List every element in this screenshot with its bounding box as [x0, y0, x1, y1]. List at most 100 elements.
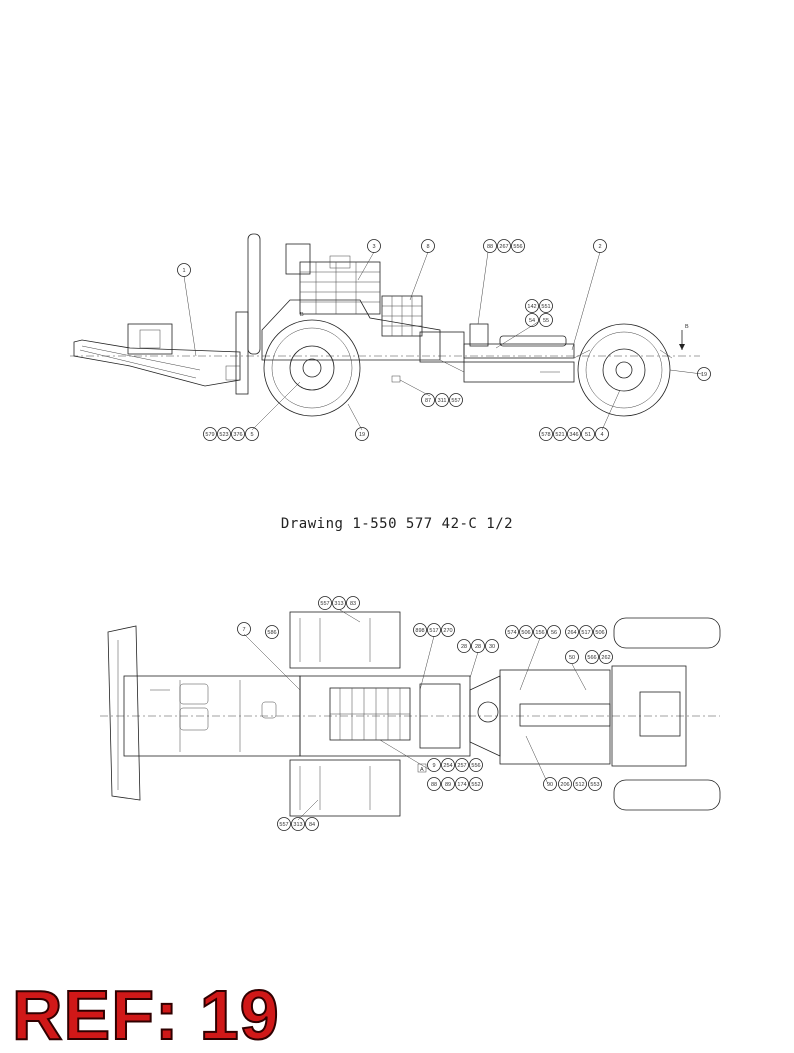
balloon-tv-9: 9 — [432, 763, 435, 769]
drive-shaft-housing — [519, 703, 611, 727]
frame-cutout-2 — [179, 707, 209, 731]
balloon-sv-557: 557 — [451, 398, 460, 404]
balloon-sv-87: 87 — [425, 398, 431, 404]
left-front-tire-top — [289, 611, 401, 669]
front-wheel-rim — [289, 345, 335, 391]
balloon-sv-88: 88 — [487, 244, 493, 250]
balloon-tv-517: 517 — [429, 628, 438, 634]
front-wheel-tire — [263, 319, 361, 417]
balloon-sv-346: 346 — [569, 432, 578, 438]
balloon-sv-54: 54 — [529, 318, 535, 324]
right-front-tire-top — [289, 759, 401, 817]
balloon-tv-174: 174 — [457, 782, 466, 788]
frame-cutout-3 — [261, 701, 277, 719]
rear-wheel-rim — [602, 348, 646, 392]
view-marker-a: A — [420, 767, 424, 773]
balloon-sv-267: 267 — [499, 244, 508, 250]
balloon-sv-19-bottom: 19 — [359, 432, 365, 438]
balloon-tv-206: 206 — [560, 782, 569, 788]
balloon-sv-8: 8 — [426, 244, 429, 250]
balloon-sv-55: 55 — [543, 318, 549, 324]
balloon-sv-556: 556 — [513, 244, 522, 250]
balloon-tv-254: 254 — [443, 763, 452, 769]
view-a-box — [417, 763, 427, 773]
front-wheel-tread — [271, 327, 353, 409]
rail-brace — [439, 359, 560, 373]
balloon-tv-270: 270 — [443, 628, 452, 634]
air-cleaner — [285, 243, 311, 275]
balloon-tv-88: 88 — [431, 782, 437, 788]
hitch-block — [127, 323, 173, 355]
balloon-tv-512: 512 — [575, 782, 584, 788]
rear-hub-top — [639, 691, 681, 737]
pump-detail — [382, 296, 422, 336]
exhaust-stack — [247, 233, 261, 355]
side-balloons: 1 3 8 88 267 556 2 142 551 54 55 19 87 3… — [177, 239, 711, 441]
balloon-tv-557-top: 557 — [320, 601, 329, 607]
balloon-sv-4: 4 — [600, 432, 603, 438]
pump-top — [419, 683, 461, 749]
top-leaders — [243, 609, 587, 821]
balloon-tv-83: 83 — [350, 601, 356, 607]
balloon-tv-586: 586 — [267, 630, 276, 636]
mid-frame — [419, 331, 465, 363]
engine-fins — [300, 262, 380, 314]
front-post — [235, 311, 249, 395]
rear-axle-plate — [611, 665, 687, 767]
rear-wheel-tread — [585, 331, 663, 409]
balloon-tv-313-bottom: 313 — [293, 822, 302, 828]
balloon-sv-521: 521 — [555, 432, 564, 438]
side-leaders — [183, 251, 703, 431]
balloon-sv-376: 376 — [233, 432, 242, 438]
tire-tread-lines — [299, 618, 371, 810]
balloon-sv-578: 578 — [541, 432, 550, 438]
balloon-tv-566: 566 — [587, 655, 596, 661]
left-rear-tire-top — [613, 617, 721, 649]
rear-wheel-hub — [615, 361, 633, 379]
balloon-tv-262: 262 — [601, 655, 610, 661]
balloon-tv-574: 574 — [507, 630, 516, 636]
coupling-top — [477, 701, 499, 723]
balloon-sv-51: 51 — [585, 432, 591, 438]
balloon-tv-56: 56 — [551, 630, 557, 636]
intake — [329, 255, 351, 269]
balloon-sv-1: 1 — [182, 268, 185, 274]
balloon-tv-264: 264 — [567, 630, 576, 636]
balloon-tv-556: 556 — [471, 763, 480, 769]
side-view: B B 1 3 8 88 267 556 2 142 551 54 — [70, 233, 711, 441]
view-b-arrow-head — [679, 344, 685, 350]
balloon-sv-523: 523 — [219, 432, 228, 438]
balloon-tv-506b: 506 — [595, 630, 604, 636]
balloon-sv-579: 579 — [205, 432, 214, 438]
balloon-tv-257: 257 — [457, 763, 466, 769]
balloon-tv-28b: 28 — [475, 644, 481, 650]
balloon-tv-28a: 28 — [461, 644, 467, 650]
balloon-sv-311: 311 — [438, 398, 447, 404]
balloon-sv-5: 5 — [250, 432, 253, 438]
balloon-sv-551: 551 — [541, 304, 550, 310]
front-wheel-hub — [302, 358, 322, 378]
balloon-tv-313-top: 313 — [334, 601, 343, 607]
rear-frame-top — [499, 669, 611, 765]
engine-block — [299, 261, 381, 315]
view-marker-b-right: B — [685, 324, 689, 330]
balloon-tv-557-bottom: 557 — [279, 822, 288, 828]
front-bumper — [107, 625, 141, 801]
front-housing — [261, 299, 441, 361]
balloon-tv-553: 553 — [590, 782, 599, 788]
balloon-sv-19-right: 19 — [701, 372, 707, 378]
balloon-sv-142: 142 — [527, 304, 536, 310]
balloon-tv-517b: 517 — [581, 630, 590, 636]
hitch-detail — [139, 329, 161, 349]
balloon-tv-898: 898 — [415, 628, 424, 634]
balloon-tv-552: 552 — [471, 782, 480, 788]
tow-frame — [73, 339, 241, 387]
fitting — [391, 375, 401, 383]
top-balloons: 557 313 83 7 586 898 517 270 28 28 30 57… — [237, 596, 613, 831]
balloon-tv-50: 50 — [569, 655, 575, 661]
frame-crossmembers — [150, 680, 241, 752]
frame-rail-upper — [463, 343, 575, 359]
step-plate — [225, 365, 241, 381]
